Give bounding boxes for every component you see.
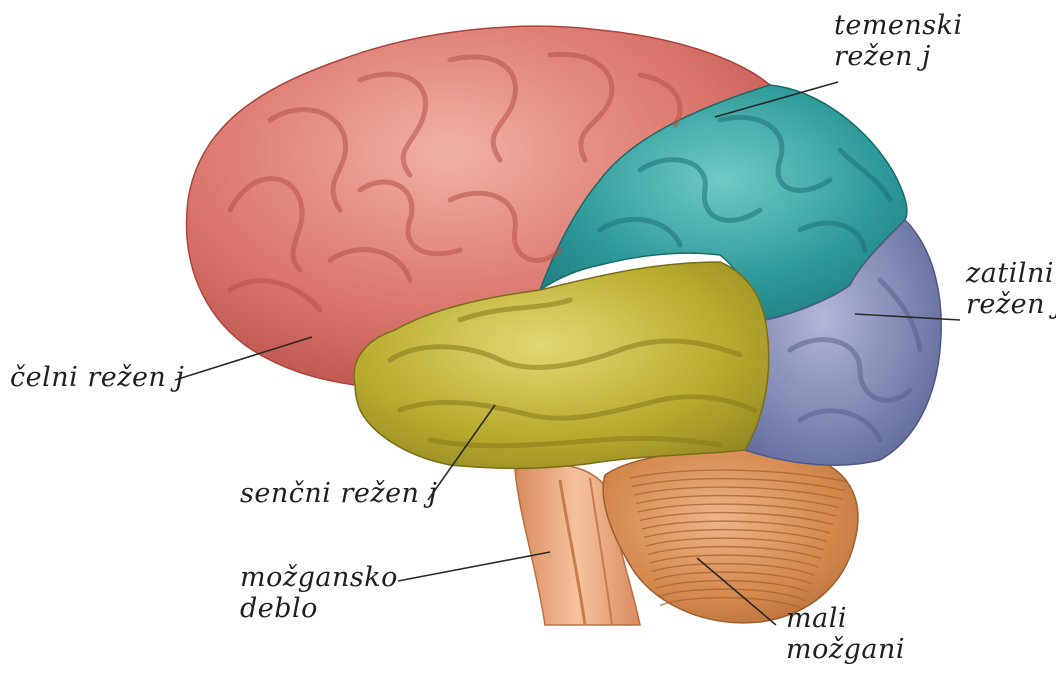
parietal-lobe-label-line1: temenski — [834, 10, 963, 41]
cerebellum-label-line1: mali — [786, 603, 905, 634]
leader-line-brainstem — [398, 552, 550, 581]
frontal-lobe-label: čelni režen j — [10, 362, 184, 393]
brainstem-label: možgansko deblo — [240, 562, 398, 624]
parietal-lobe-label: temenski režen j — [834, 10, 963, 72]
cerebellum-label: mali možgani — [786, 603, 905, 665]
temporal-lobe-label: senčni režen j — [240, 478, 437, 509]
frontal-lobe-label-line1: čelni režen j — [10, 362, 184, 393]
occipital-lobe-label-line2: režen j — [966, 289, 1056, 320]
temporal-lobe-label-line1: senčni režen j — [240, 478, 437, 509]
brainstem-label-line1: možgansko — [240, 562, 398, 593]
brainstem-label-line2: deblo — [240, 593, 398, 624]
cerebellum-label-line2: možgani — [786, 634, 905, 665]
parietal-lobe-label-line2: režen j — [834, 41, 963, 72]
occipital-lobe-label-line1: zatilni — [966, 258, 1056, 289]
occipital-lobe-label: zatilni režen j — [966, 258, 1056, 320]
